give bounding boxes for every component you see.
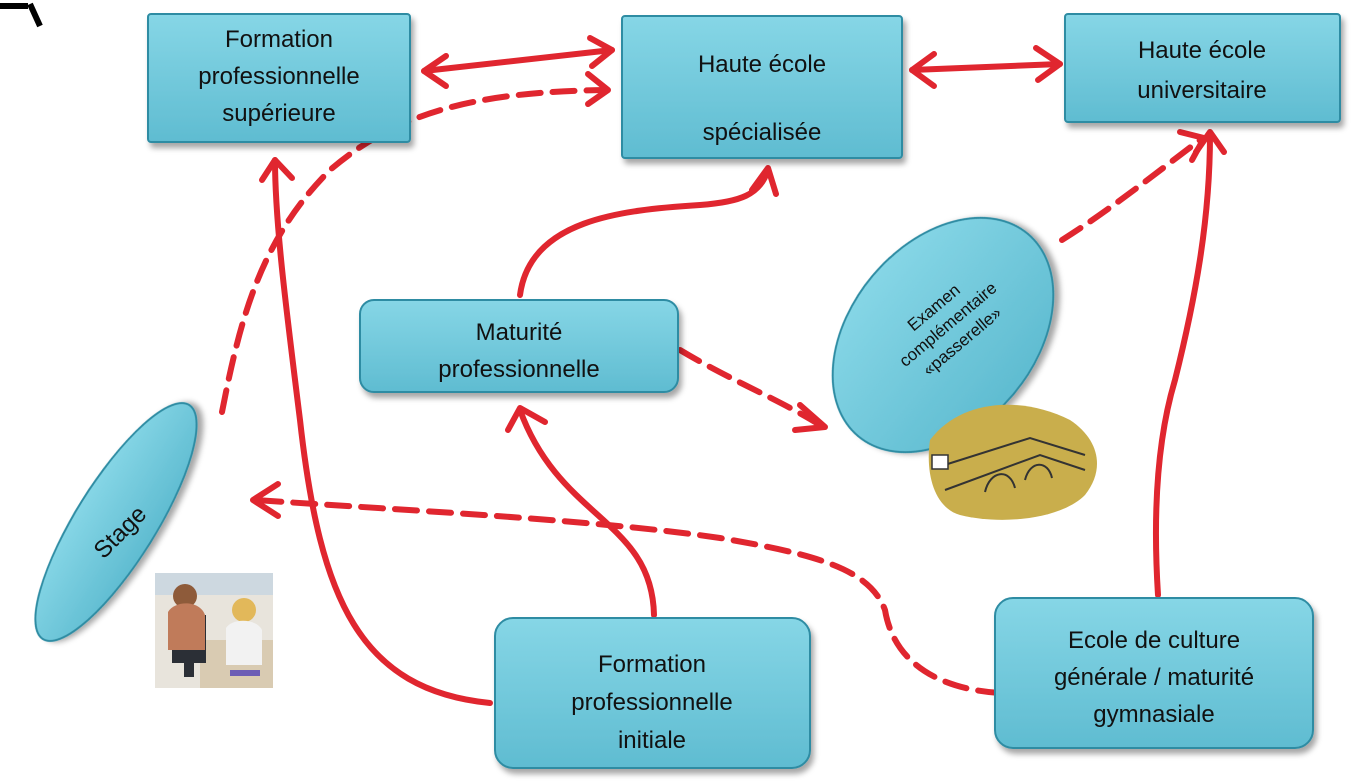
corner-decoration <box>0 2 43 28</box>
arrow-fpi-mp <box>517 407 657 618</box>
fps-line-1: Formation <box>225 26 333 53</box>
arrowhead-fps-left <box>421 53 449 89</box>
office-photo-icon <box>155 573 273 688</box>
dashed-stage-hes <box>219 87 608 415</box>
svg-text:Haute école: Haute école <box>1138 37 1266 64</box>
dashed-arrowheads <box>250 71 1207 519</box>
svg-text:universitaire: universitaire <box>1137 77 1266 104</box>
ecg-line-1: Ecole de culture <box>1068 627 1240 654</box>
svg-text:Formation: Formation <box>225 26 333 53</box>
bridge-clipart-icon <box>928 404 1097 520</box>
svg-text:Ecole de culture: Ecole de culture <box>1068 627 1240 654</box>
svg-text:professionnelle: professionnelle <box>198 63 359 90</box>
svg-text:Maturité: Maturité <box>476 319 563 346</box>
mp-line-2: professionnelle <box>438 356 599 383</box>
arrowhead-hes-right <box>909 51 937 89</box>
arrowhead-hes-bottom <box>749 165 779 197</box>
dashed-examen-heu <box>1059 137 1203 243</box>
box-haute-ecole-specialisee[interactable]: Haute école spécialisée <box>621 15 903 159</box>
fps-line-3: supérieure <box>222 100 335 127</box>
fpi-line-1: Formation <box>598 651 706 678</box>
svg-text:professionnelle: professionnelle <box>438 356 599 383</box>
svg-text:supérieure: supérieure <box>222 100 335 127</box>
dashed-ecg-stage <box>252 497 1003 696</box>
svg-text:spécialisée: spécialisée <box>703 119 822 146</box>
box-ecole-culture-generale[interactable]: Ecole de culture générale / maturité gym… <box>994 597 1314 749</box>
connectors <box>259 35 1227 706</box>
mp-line-1: Maturité <box>476 319 563 346</box>
fpi-line-3: initiale <box>618 727 686 754</box>
svg-text:Formation: Formation <box>598 651 706 678</box>
arrow-hes-heu <box>909 61 1063 73</box>
svg-text:gymnasiale: gymnasiale <box>1093 701 1214 728</box>
heu-line-2: universitaire <box>1137 77 1266 104</box>
svg-text:générale / maturité: générale / maturité <box>1054 664 1254 691</box>
arrowhead-fps-bottom <box>259 157 295 183</box>
ecg-line-2: générale / maturité <box>1054 664 1254 691</box>
box-haute-ecole-universitaire[interactable]: Haute école universitaire <box>1064 13 1341 123</box>
hes-line-2: spécialisée <box>703 119 822 146</box>
arrowhead-mp-bottom <box>505 405 548 433</box>
ellipse-stage[interactable]: Stage <box>9 384 223 660</box>
arrowhead-hes-left <box>587 35 615 69</box>
arrow-mp-hes <box>517 167 771 298</box>
svg-text:professionnelle: professionnelle <box>571 689 732 716</box>
arrow-fps-hes <box>421 47 615 74</box>
fps-line-2: professionnelle <box>198 63 359 90</box>
dashed-mp-examen <box>677 347 823 428</box>
box-maturite-professionnelle[interactable]: Maturité professionnelle <box>359 299 679 393</box>
arrowhead-heu-left <box>1033 45 1063 83</box>
dashed-connectors <box>219 87 1203 696</box>
heu-line-1: Haute école <box>1138 37 1266 64</box>
ecg-line-3: gymnasiale <box>1093 701 1214 728</box>
arrow-ecg-heu <box>1153 132 1213 598</box>
hes-line-1: Haute école <box>698 51 826 78</box>
fpi-line-2: professionnelle <box>571 689 732 716</box>
box-formation-professionnelle-initiale[interactable]: Formation professionnelle initiale <box>494 617 811 769</box>
arrow-fpi-fps <box>272 157 493 706</box>
ellipse-examen-passerelle[interactable]: Examen complémentaire «passerelle» <box>788 175 1099 496</box>
svg-text:initiale: initiale <box>618 727 686 754</box>
svg-text:Haute école: Haute école <box>698 51 826 78</box>
box-formation-professionnelle-superieure[interactable]: Formation professionnelle supérieure <box>147 13 411 143</box>
